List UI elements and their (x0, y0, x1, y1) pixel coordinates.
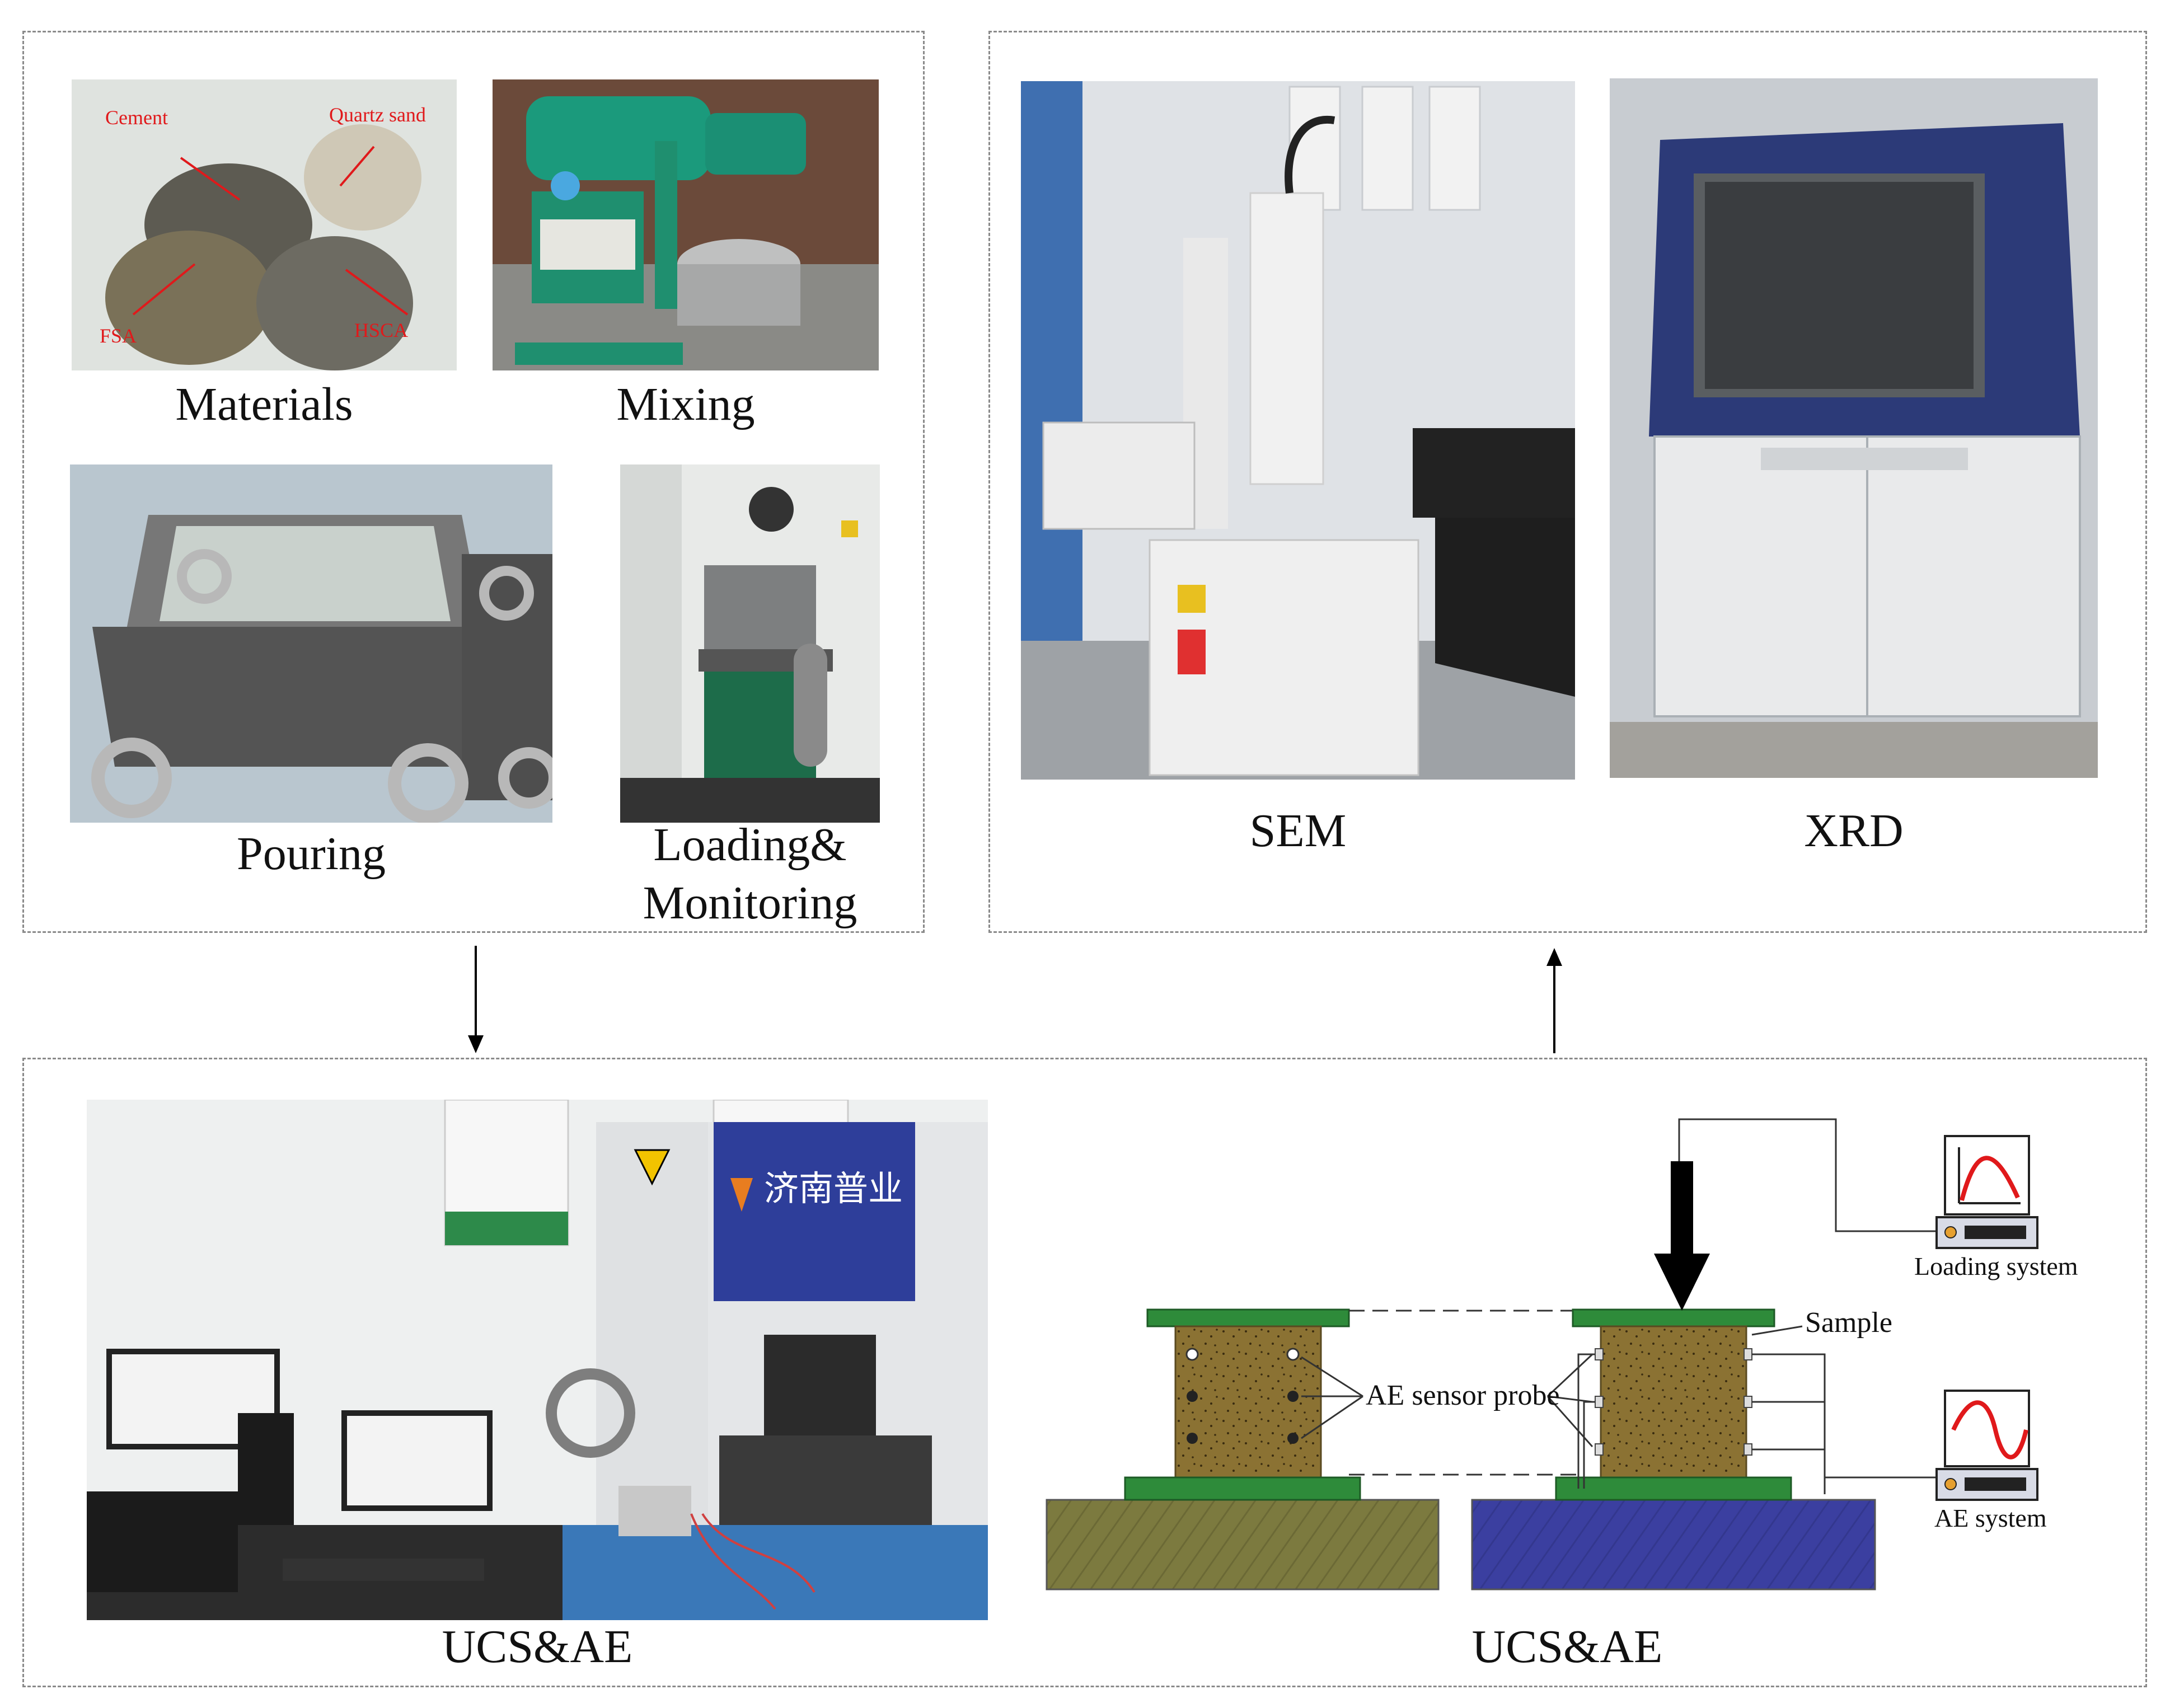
ucs-ae-schematic: AE sensor probe Sample Loading system AE… (1046, 1118, 2078, 1590)
label-loading-system: Loading system (1914, 1252, 2078, 1280)
label-fsa: FSA (100, 325, 137, 347)
label-hsca: HSCA (354, 319, 408, 341)
mixing-photo (493, 79, 879, 370)
sem-photo (1021, 81, 1575, 780)
sample-right (1600, 1325, 1747, 1479)
down-arrow (468, 946, 484, 1053)
pouring-photo (70, 464, 552, 823)
label-ae-sensor-probe: AE sensor probe (1366, 1379, 1560, 1411)
up-arrow (1546, 948, 1562, 1053)
ucs-ae-photo: 济南普业 (87, 1100, 988, 1620)
label-sample: Sample (1805, 1307, 1892, 1339)
photo-brand-text: 济南普业 (764, 1168, 903, 1209)
testing-panel (22, 1058, 2147, 1687)
base-right (1471, 1499, 1876, 1590)
loading-caption-line1: Loading& (653, 819, 847, 871)
preparation-panel (22, 31, 925, 933)
label-cement: Cement (105, 106, 168, 129)
ucs-ae-schematic-caption: UCS&AE (1471, 1621, 1663, 1673)
xrd-photo (1610, 78, 2098, 778)
materials-photo: Cement Quartz sand FSA HSCA (72, 79, 457, 370)
mixing-caption: Mixing (616, 378, 755, 430)
sample-left (1174, 1325, 1322, 1479)
pouring-caption: Pouring (236, 828, 386, 880)
microscopy-panel (988, 31, 2147, 933)
loading-caption-line2: Monitoring (643, 877, 857, 929)
base-left (1046, 1499, 1440, 1590)
materials-caption: Materials (175, 378, 353, 430)
loading-monitoring-photo (620, 464, 880, 823)
label-quartz-sand: Quartz sand (329, 104, 426, 126)
xrd-caption: XRD (1804, 805, 1904, 857)
sem-caption: SEM (1249, 805, 1347, 857)
ucs-ae-photo-caption: UCS&AE (442, 1621, 633, 1673)
label-ae-system: AE system (1934, 1504, 2047, 1532)
